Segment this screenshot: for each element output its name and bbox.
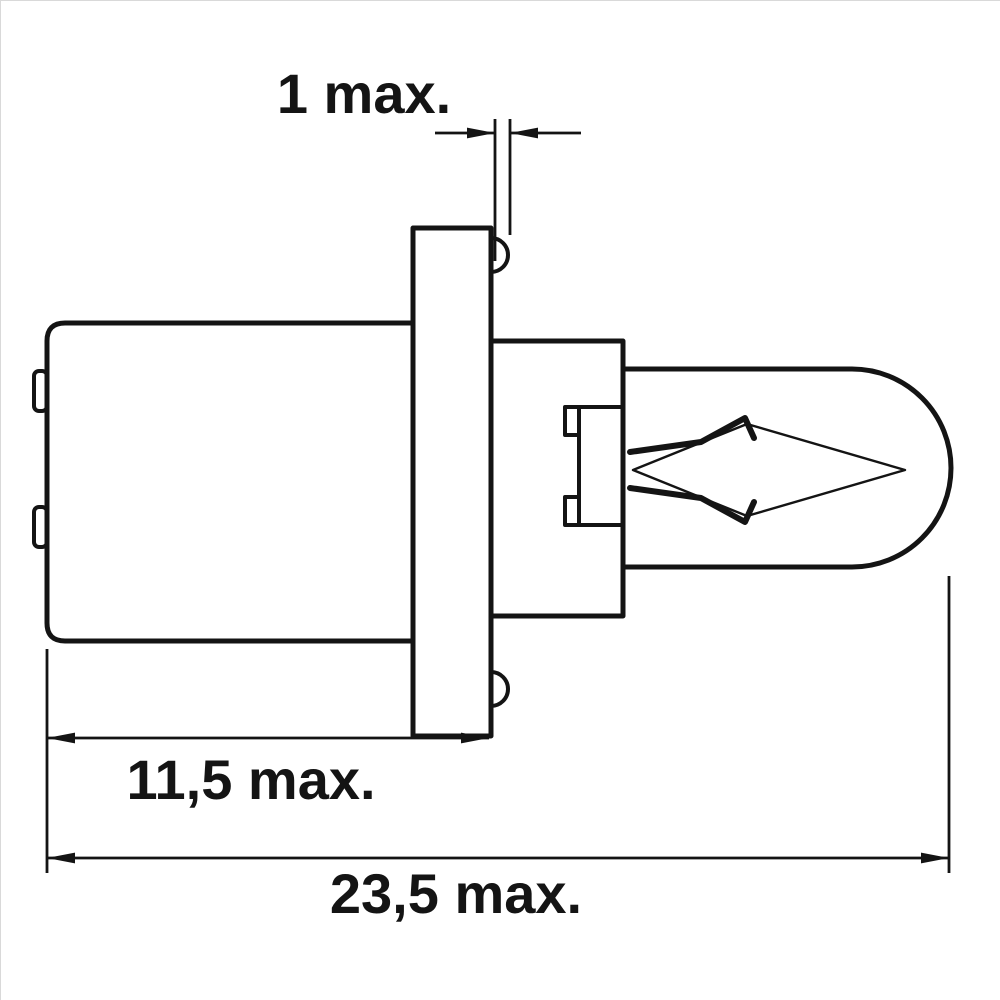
base-body xyxy=(44,320,416,644)
dimension-overall-length: 23,5 max. xyxy=(47,576,951,925)
glass-pinch xyxy=(577,405,625,527)
flange-lip-bottom xyxy=(490,670,510,708)
filament-support-upper xyxy=(627,415,757,455)
dimension-label-base-length: 11,5 max. xyxy=(126,748,375,811)
flange xyxy=(410,225,494,739)
glass-bulb xyxy=(620,366,954,570)
terminal-tab-lower xyxy=(32,505,49,549)
filament xyxy=(627,415,907,525)
filament-support-lower xyxy=(627,485,757,525)
pinch-tab-upper xyxy=(563,405,581,437)
filament-coil xyxy=(631,422,907,518)
pinch-tab-lower xyxy=(563,495,581,527)
flange-lip-top xyxy=(490,236,510,274)
dimension-base-length: 11,5 max. xyxy=(45,649,489,873)
bulb-outline xyxy=(32,225,954,739)
holder-neck xyxy=(488,338,626,619)
dimension-label-lip: 1 max. xyxy=(277,62,451,125)
dimension-lip: 1 max. xyxy=(277,62,581,261)
terminal-tab-upper xyxy=(32,369,49,413)
dimension-label-overall-length: 23,5 max. xyxy=(330,862,582,925)
